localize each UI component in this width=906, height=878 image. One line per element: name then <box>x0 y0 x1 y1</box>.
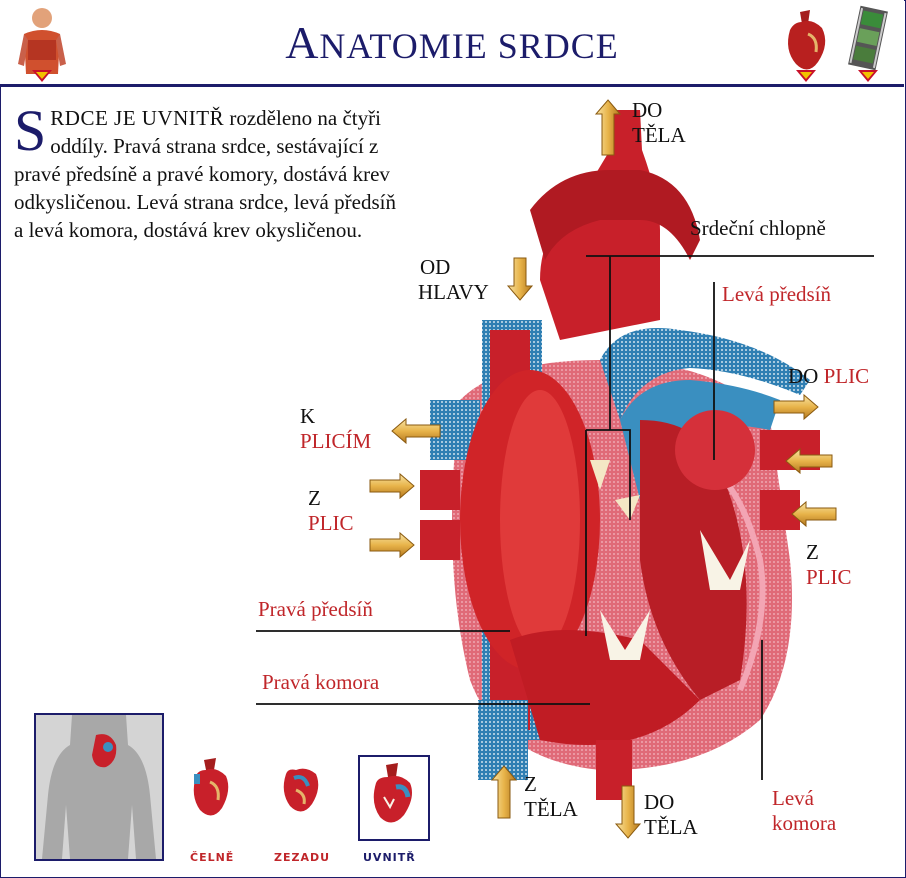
view-inside-label[interactable]: UVNITŘ <box>363 851 416 864</box>
body-thumbnail[interactable] <box>34 713 164 861</box>
label-prava-komora: Pravá komora <box>262 670 379 695</box>
label-do-plic: DO PLIC <box>788 364 869 389</box>
label-srdecni-chlopne: Srdeční chlopně <box>690 216 826 241</box>
view-front-thumbnail[interactable] <box>186 756 236 824</box>
label-leva-predsin: Levá předsíň <box>722 282 831 307</box>
view-back-label[interactable]: ZEZADU <box>274 851 330 864</box>
view-front-label[interactable]: ČELNĚ <box>190 851 234 864</box>
view-back-thumbnail[interactable] <box>276 760 326 820</box>
view-inside-thumbnail[interactable] <box>358 755 430 841</box>
label-prava-predsin: Pravá předsíň <box>258 597 373 622</box>
